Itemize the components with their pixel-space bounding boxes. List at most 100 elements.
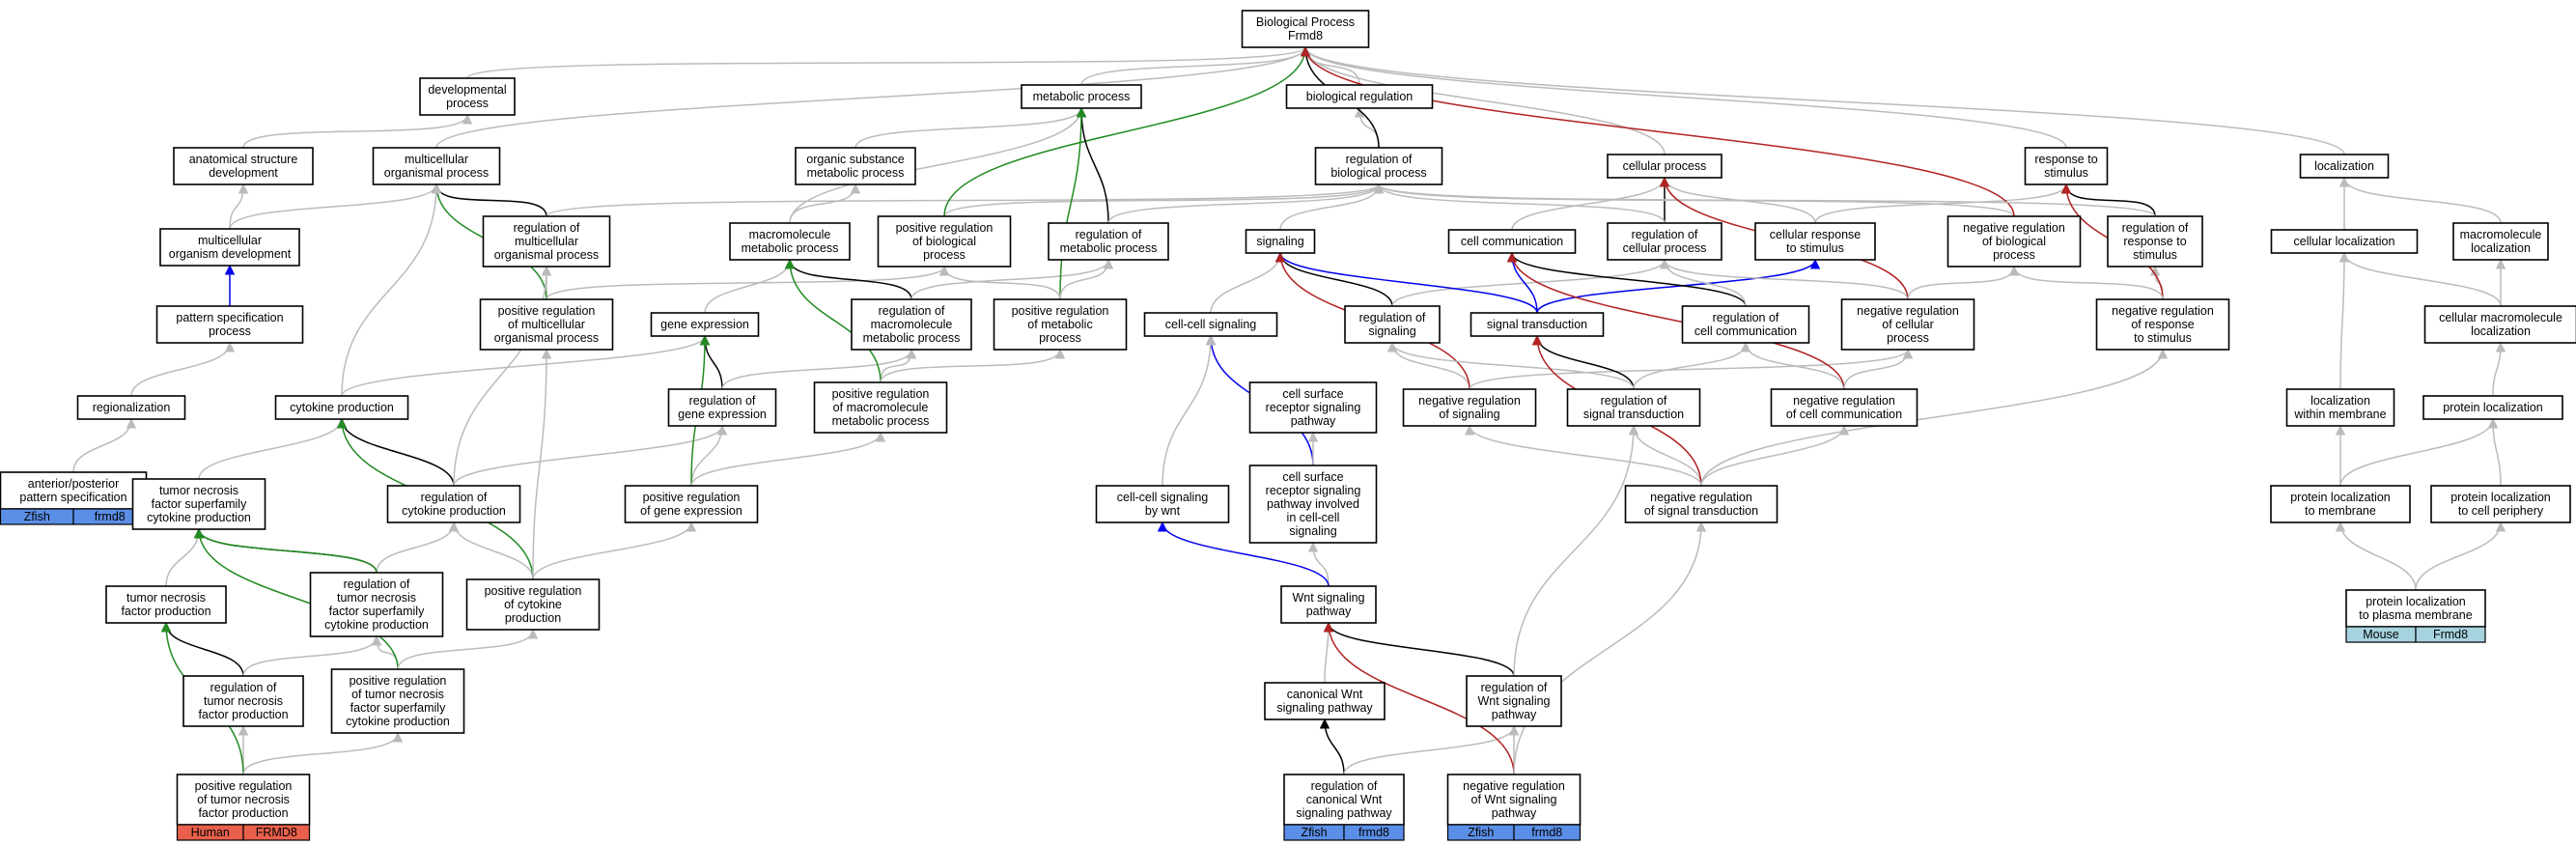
node-label-line: of metabolic [1027,318,1092,331]
edge-negcomm-to-negcell [1843,348,1914,390]
go-term-node-cyto[interactable]: cytokine production [274,395,409,420]
node-box [2270,485,2411,523]
gene-symbol: frmd8 [95,510,126,523]
node-label-line: positive regulation [350,674,447,688]
go-term-node-cellcomm[interactable]: cell communication [1447,229,1577,254]
go-term-node-signaling[interactable]: signaling [1245,229,1316,254]
go-term-node-loc[interactable]: localization [2299,154,2390,179]
go-term-node-gene[interactable]: gene expression [650,312,760,337]
node-label-line: macromolecule [2460,228,2542,241]
go-term-node-sigtrans[interactable]: signal transduction [1470,312,1605,337]
node-box [1470,312,1605,337]
go-term-node-cellloc[interactable]: cellular localization [2270,229,2419,254]
go-term-node-bioreg[interactable]: biological regulation [1285,84,1434,109]
edge-signaling-to-regbio [1279,183,1385,231]
node-box [1241,10,1370,48]
node-label-line: within membrane [2293,408,2386,421]
node-label-line: process [446,97,489,110]
node-box [813,381,948,434]
gene-symbol: frmd8 [1531,826,1562,839]
node-label-line: negative regulation [1418,394,1521,408]
node-label-line: negative regulation [1650,491,1752,504]
go-term-node-met[interactable]: metabolic process [1021,84,1142,109]
node-label-line: cellular process [1623,159,1707,173]
node-box [372,147,501,185]
node-box [2452,222,2549,261]
go-term-node-regional[interactable]: regionalization [76,395,186,420]
edge-postnfsp-to-poscyto [397,628,539,670]
go-term-node-protloc[interactable]: protein localization [2422,395,2563,420]
go-term-node-cellcell[interactable]: cell-cell signaling [1143,312,1278,337]
go-term-node-cellp[interactable]: cellular process [1607,154,1722,179]
node-label-line: localization [2471,324,2531,338]
edge-tnfsp-to-cyto [198,417,348,480]
node-label-line: cellular process [1623,241,1707,255]
edge-tnf-to-tnfsp [165,527,205,587]
node-label-line: tumor necrosis [126,591,206,605]
node-label-line: to membrane [2305,504,2376,518]
node-label-line: pattern specification [19,491,126,504]
edge-posbio-to-regbio [943,183,1385,217]
node-box [1624,485,1778,523]
